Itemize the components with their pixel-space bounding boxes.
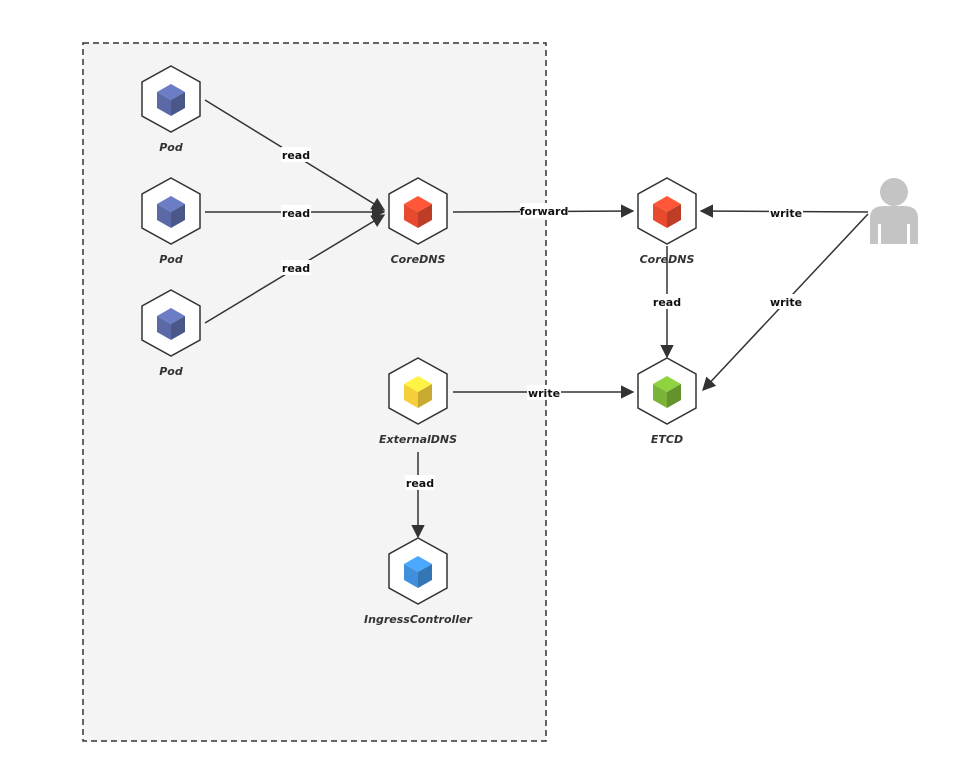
svg-text:read: read <box>282 262 310 275</box>
edge-label-pod2-coredns: read <box>281 205 311 220</box>
node-label: Pod <box>159 253 183 266</box>
svg-text:read: read <box>653 296 681 309</box>
cube-right-face <box>171 92 185 116</box>
node-label: CoreDNS <box>640 253 695 266</box>
node-externaldns[interactable]: ExternalDNS <box>379 357 457 446</box>
cube-left-face <box>157 92 171 116</box>
edge-label-user-etcd: write <box>769 294 803 309</box>
svg-text:write: write <box>770 207 802 220</box>
edge-label-user-coredns: write <box>769 205 803 220</box>
svg-text:write: write <box>770 296 802 309</box>
node-etcd[interactable]: ETCD <box>637 357 697 446</box>
user-icon-arm-left <box>878 224 881 244</box>
node-label: IngressController <box>364 613 472 626</box>
svg-text:read: read <box>406 477 434 490</box>
user-icon-body <box>870 206 918 244</box>
node-pod-1[interactable]: Pod <box>141 65 201 154</box>
cube-left-face <box>157 204 171 228</box>
edge-label-coredns-etcd: read <box>652 294 682 309</box>
node-ingresscontroller[interactable]: IngressController <box>364 537 473 626</box>
user-icon-head <box>880 178 908 206</box>
node-label: Pod <box>159 365 183 378</box>
edge-label-externaldns-etcd: write <box>527 385 561 400</box>
node-label: ETCD <box>651 433 683 446</box>
edge-label-externaldns-ingress: read <box>405 475 435 490</box>
cube-left-face <box>404 384 418 408</box>
node-label: Pod <box>159 141 183 154</box>
cube-left-face <box>404 204 418 228</box>
cube-right-face <box>418 204 432 228</box>
cube-left-face <box>404 564 418 588</box>
user-icon <box>870 178 918 244</box>
cube-icon <box>404 196 432 228</box>
cube-right-face <box>171 316 185 340</box>
svg-text:forward: forward <box>520 205 569 218</box>
svg-text:write: write <box>528 387 560 400</box>
cube-right-face <box>418 384 432 408</box>
cube-icon <box>404 556 432 588</box>
cube-right-face <box>667 204 681 228</box>
node-label: CoreDNS <box>391 253 446 266</box>
cube-left-face <box>653 204 667 228</box>
cube-right-face <box>667 384 681 408</box>
node-pod-2[interactable]: Pod <box>141 177 201 266</box>
cube-icon <box>157 196 185 228</box>
edge-label-pod1-coredns: read <box>281 147 311 162</box>
cube-icon <box>653 196 681 228</box>
node-coredns-internal[interactable]: CoreDNS <box>388 177 448 266</box>
edge-labels: read read read forward write read write <box>281 147 803 490</box>
cube-icon <box>404 376 432 408</box>
svg-text:read: read <box>282 207 310 220</box>
node-coredns-external[interactable]: CoreDNS <box>637 177 697 266</box>
cube-right-face <box>418 564 432 588</box>
cube-icon <box>157 308 185 340</box>
nodes: Pod Pod Pod CoreDNS CoreDNS ExternalDNS … <box>141 65 918 626</box>
edge-label-pod3-coredns: read <box>281 260 311 275</box>
node-label: ExternalDNS <box>379 433 457 446</box>
cube-left-face <box>653 384 667 408</box>
user-icon-arm-right <box>907 224 910 244</box>
cube-icon <box>653 376 681 408</box>
cube-right-face <box>171 204 185 228</box>
node-user[interactable] <box>870 178 918 244</box>
svg-text:read: read <box>282 149 310 162</box>
cube-icon <box>157 84 185 116</box>
edge-label-forward: forward <box>520 203 569 218</box>
edges <box>204 99 869 539</box>
cube-left-face <box>157 316 171 340</box>
node-pod-3[interactable]: Pod <box>141 289 201 378</box>
